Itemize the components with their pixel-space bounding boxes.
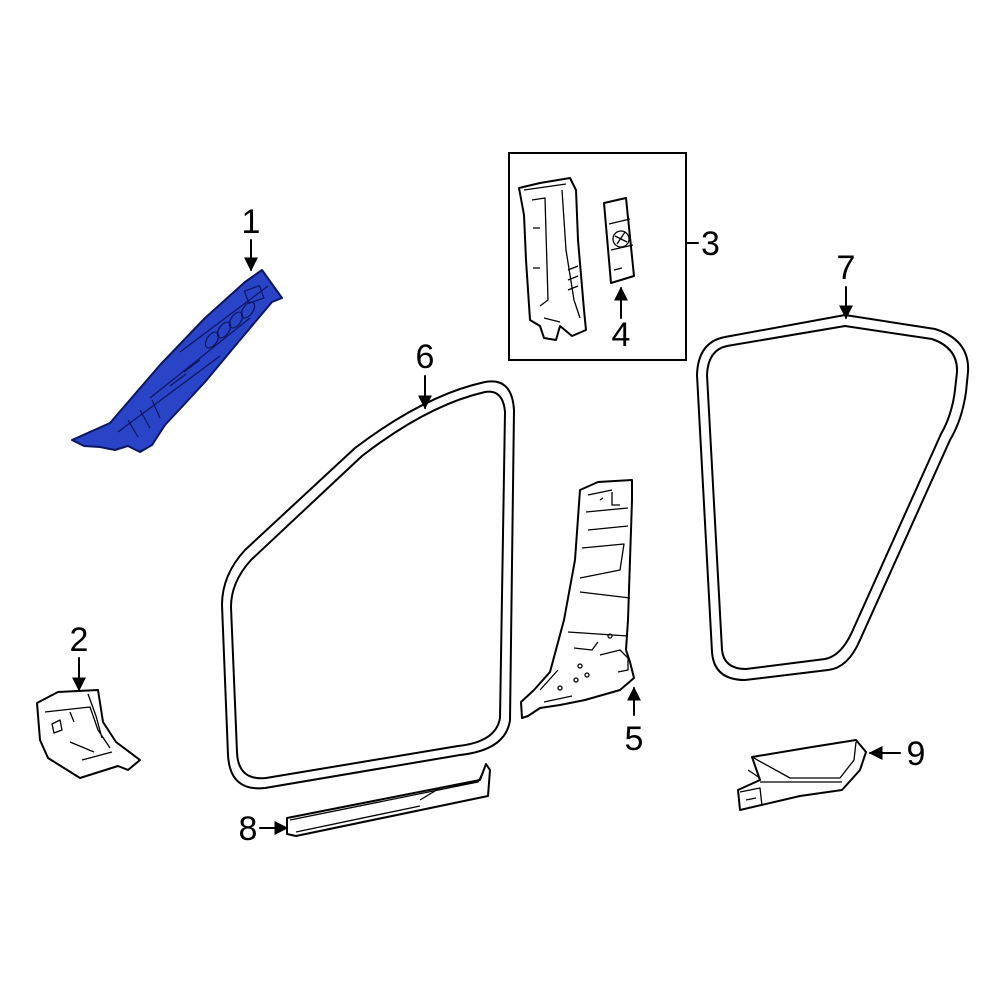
part-7-rear-door-weatherstrip[interactable] — [696, 314, 970, 681]
part-3-center-pillar-upper-trim[interactable] — [518, 177, 587, 341]
callout-5-label: 5 — [625, 720, 644, 758]
part-1-a-pillar-trim[interactable] — [71, 269, 283, 453]
callout-3-label: 3 — [701, 225, 720, 263]
part-8-front-scuff-plate[interactable] — [286, 763, 491, 837]
part-4-pillar-insert[interactable] — [603, 197, 635, 284]
inset-box — [508, 152, 687, 361]
part-2-cowl-side-trim[interactable] — [36, 689, 141, 779]
callout-1-label: 1 — [242, 203, 261, 241]
part-9-rear-scuff-plate[interactable] — [737, 739, 867, 811]
callout-8-label: 8 — [239, 810, 258, 848]
part-5-center-pillar-lower-trim[interactable] — [520, 479, 635, 719]
callout-9-label: 9 — [907, 735, 926, 773]
callout-2-label: 2 — [70, 621, 89, 659]
callout-6-label: 6 — [416, 338, 435, 376]
callout-4-label: 4 — [612, 316, 631, 354]
callout-7-label: 7 — [837, 249, 856, 287]
part-6-front-door-weatherstrip[interactable] — [221, 380, 515, 790]
